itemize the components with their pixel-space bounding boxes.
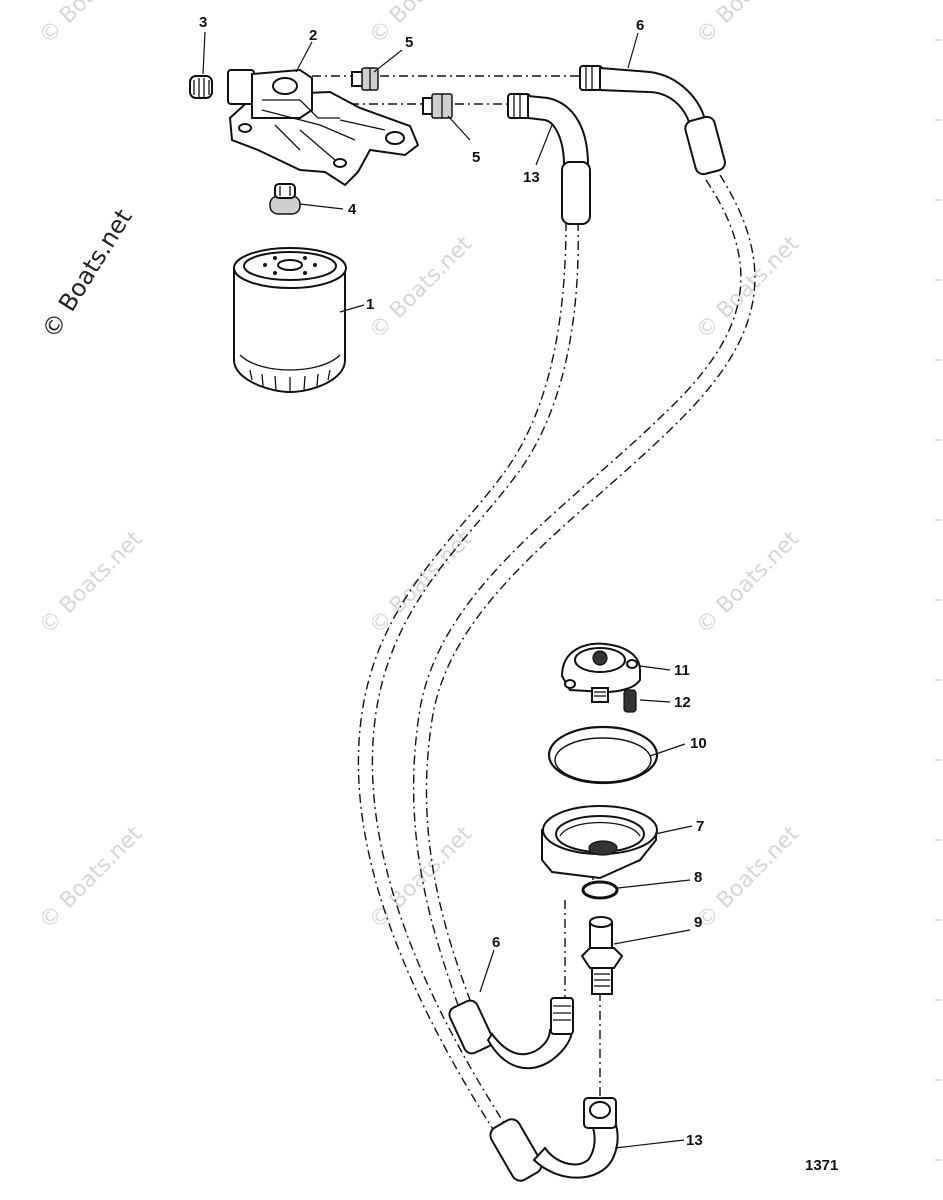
callout-2: 2 (309, 27, 317, 44)
watermark: © Boats.net (365, 821, 478, 934)
housing-cap-part-11 (560, 642, 641, 703)
fitting-part-5b (422, 93, 453, 119)
hose-elbow-part-13-top (507, 93, 591, 225)
hose-lines (312, 75, 756, 1146)
watermark: © Boats.net (692, 0, 805, 49)
callout-10: 10 (690, 735, 707, 752)
adapter-part-4 (269, 183, 301, 215)
callout-13-upper: 13 (523, 169, 540, 186)
filter-bowl-part-7 (541, 805, 658, 880)
hose-elbow-part-6-top (579, 65, 726, 176)
watermark: © Boats.net (365, 231, 478, 344)
fitting-part-5a (351, 67, 379, 91)
edge-ticks (935, 39, 941, 1161)
callout-7: 7 (696, 818, 704, 835)
callout-13-lower: 13 (686, 1132, 703, 1149)
leader-lines (202, 31, 693, 1149)
callout-11: 11 (674, 662, 690, 679)
watermark: © Boats.net (692, 821, 805, 934)
watermark-primary: © Boats.net (36, 204, 137, 343)
watermark: © Boats.net (365, 0, 478, 49)
watermark: © Boats.net (692, 526, 805, 639)
screw-part-12 (623, 689, 637, 713)
watermark: © Boats.net (35, 0, 148, 49)
callout-6-lower: 6 (492, 934, 500, 951)
callout-1: 1 (366, 296, 374, 313)
callout-4: 4 (348, 201, 357, 218)
figure-number: 1371 (805, 1157, 838, 1174)
callout-5-lower: 5 (472, 149, 480, 166)
watermark: © Boats.net (35, 821, 148, 934)
filter-head-part-2 (227, 68, 420, 187)
fitting-part-9 (580, 916, 624, 995)
callout-6-upper: 6 (636, 17, 644, 34)
seal-ring-part-10 (547, 725, 659, 785)
callout-3: 3 (199, 14, 207, 31)
callout-8: 8 (694, 869, 702, 886)
callout-12: 12 (674, 694, 691, 711)
hose-elbow-part-6-bottom (448, 997, 574, 1070)
callout-9: 9 (694, 914, 702, 931)
hose-elbow-part-13-bottom (489, 1097, 619, 1182)
watermark: © Boats.net (35, 526, 148, 639)
fuel-filter-part-1 (233, 247, 347, 394)
plug-part-3 (189, 75, 213, 99)
callout-5-upper: 5 (405, 34, 413, 51)
watermark: © Boats.net (692, 231, 805, 344)
o-ring-part-8 (581, 880, 619, 900)
callouts: 3 2 5 6 5 13 4 1 11 12 10 7 8 9 6 13 137… (199, 14, 838, 1174)
watermark: © Boats.net (365, 526, 478, 639)
